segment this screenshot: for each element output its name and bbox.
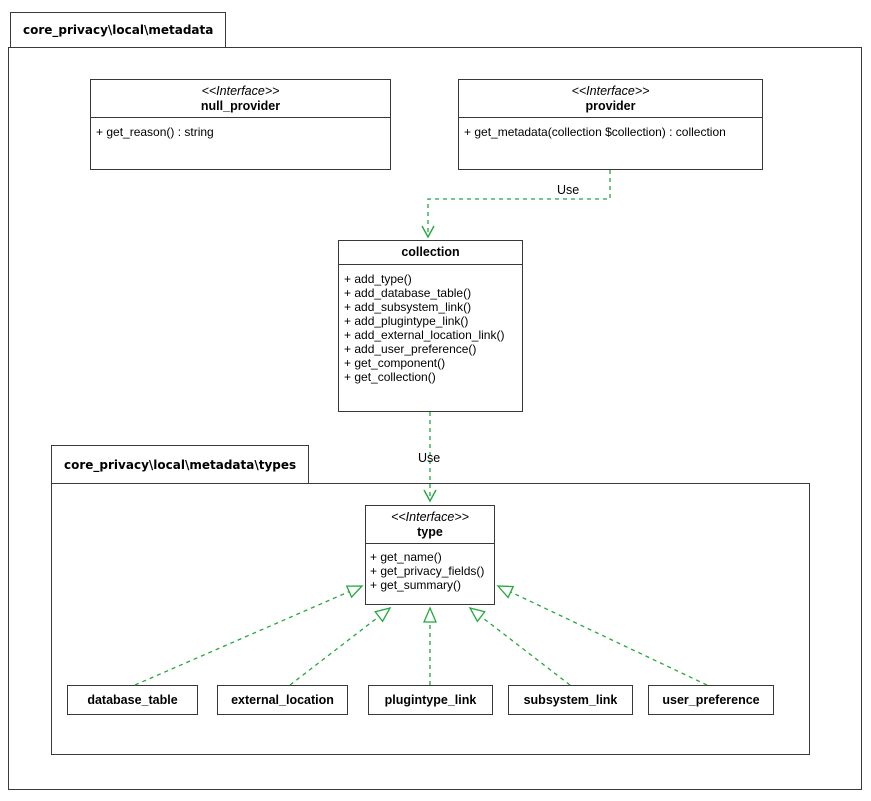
class-name: database_table [87, 693, 178, 707]
stereotype-label: <<Interface>> [571, 84, 650, 98]
method-item: + get_summary() [370, 578, 462, 592]
package-tab-core-privacy-metadata-types: core_privacy\local\metadata\types [51, 445, 310, 484]
class-name: user_preference [662, 693, 760, 707]
method-item: + add_type() [344, 272, 412, 286]
package-label: core_privacy\local\metadata\types [64, 457, 297, 472]
class-name: collection [401, 245, 460, 259]
interface-type: <<Interface>> type + get_name() + get_pr… [365, 505, 495, 605]
method-item: + add_external_location_link() [344, 328, 505, 342]
interface-null-provider-methods: + get_reason() : string [91, 118, 390, 143]
interface-null-provider-header: <<Interface>> null_provider [91, 80, 390, 118]
method-item: + add_user_preference() [344, 342, 477, 356]
class-external-location: external_location [217, 685, 348, 715]
package-label: core_privacy\local\metadata [23, 23, 214, 37]
stereotype-label: <<Interface>> [201, 84, 280, 98]
method-item: + get_collection() [344, 370, 436, 384]
class-subsystem-link: subsystem_link [508, 685, 633, 715]
package-body-core-privacy-metadata [8, 47, 862, 790]
interface-type-methods: + get_name() + get_privacy_fields() + ge… [366, 544, 494, 596]
method-item: + get_privacy_fields() [370, 564, 485, 578]
use-label-provider-collection: Use [557, 183, 580, 197]
class-collection: collection + add_type() + add_database_t… [338, 240, 523, 412]
use-label-collection-type: Use [418, 451, 441, 465]
class-collection-methods: + add_type() + add_database_table() + ad… [339, 265, 522, 388]
method-item: + get_metadata(collection $collection) :… [464, 125, 726, 139]
class-name: subsystem_link [523, 693, 618, 707]
method-item: + get_name() [370, 550, 442, 564]
interface-provider-methods: + get_metadata(collection $collection) :… [459, 118, 762, 143]
method-item: + add_subsystem_link() [344, 300, 472, 314]
class-user-preference: user_preference [648, 685, 774, 715]
interface-provider-header: <<Interface>> provider [459, 80, 762, 118]
interface-name: type [417, 525, 443, 539]
method-item: + add_database_table() [344, 286, 472, 300]
method-item: + get_component() [344, 356, 446, 370]
class-plugintype-link: plugintype_link [368, 685, 493, 715]
class-name: external_location [231, 693, 334, 707]
interface-provider: <<Interface>> provider + get_metadata(co… [458, 79, 763, 170]
stereotype-label: <<Interface>> [391, 510, 469, 524]
method-item: + get_reason() : string [96, 125, 214, 139]
class-database-table: database_table [67, 685, 198, 715]
method-item: + add_plugintype_link() [344, 314, 469, 328]
interface-type-header: <<Interface>> type [366, 506, 494, 544]
interface-null-provider: <<Interface>> null_provider + get_reason… [90, 79, 391, 170]
package-tab-core-privacy-metadata: core_privacy\local\metadata [10, 12, 227, 48]
interface-name: null_provider [200, 99, 281, 113]
class-collection-header: collection [339, 241, 522, 265]
class-name: plugintype_link [384, 693, 477, 707]
interface-name: provider [585, 99, 636, 113]
